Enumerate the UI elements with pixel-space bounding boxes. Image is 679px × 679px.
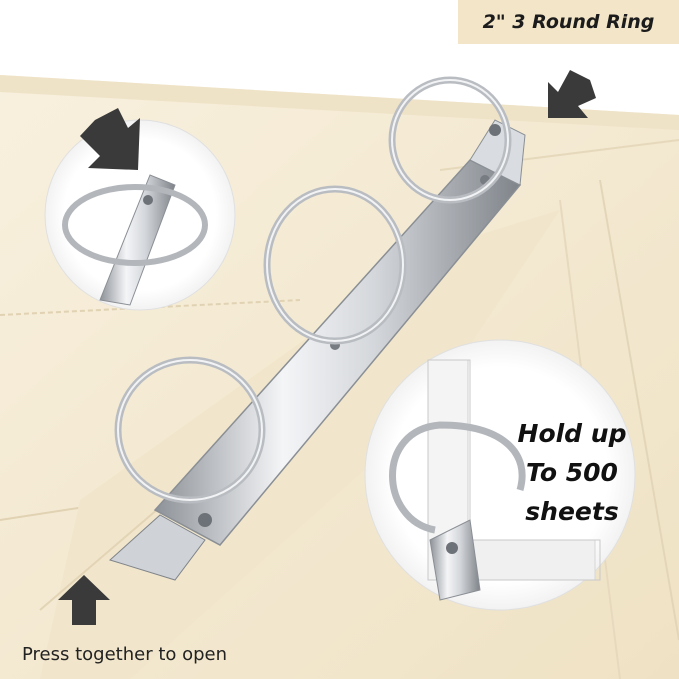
detail-circle-sheets [364, 339, 636, 611]
detail-circle-closing [44, 119, 236, 311]
callout-line-2: To 500 [526, 458, 618, 487]
callout-line-3: sheets [525, 497, 619, 526]
size-badge: 2" 3 Round Ring [458, 0, 679, 44]
capacity-callout: Hold up To 500 sheets [502, 414, 642, 531]
arrow-icon [58, 70, 596, 625]
badge-text: 2" 3 Round Ring [482, 11, 655, 33]
callout-line-1: Hold up [517, 419, 627, 448]
press-caption: Press together to open [22, 644, 228, 665]
